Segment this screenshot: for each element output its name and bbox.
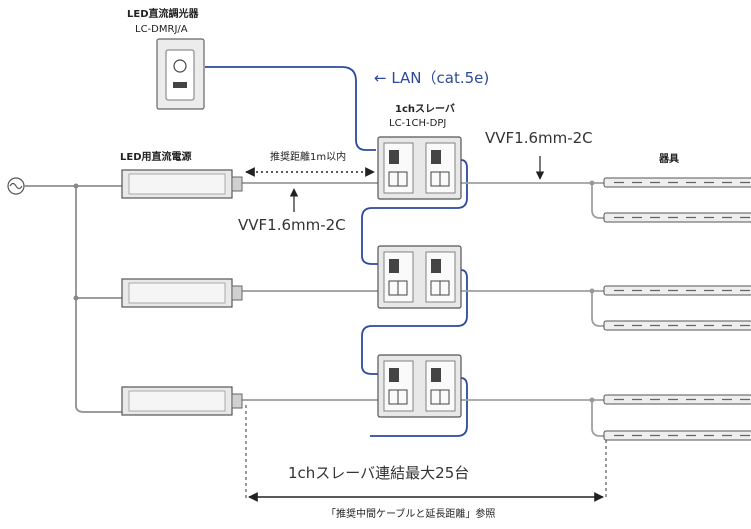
led-fixture xyxy=(603,430,751,441)
fixture-title: 器具 xyxy=(659,154,679,165)
dimmer-model: LC-DMRJ/A xyxy=(135,24,188,35)
slave-unit xyxy=(377,136,462,200)
dimmer-device xyxy=(156,38,205,110)
extension-dimension xyxy=(245,405,607,502)
junction-dot xyxy=(589,397,595,403)
power-supply xyxy=(121,386,243,416)
led-fixture xyxy=(603,285,751,296)
ac-source-icon xyxy=(7,177,25,195)
dc-power-lines xyxy=(240,182,378,401)
power-supply xyxy=(121,169,243,199)
led-fixture xyxy=(603,212,751,223)
led-fixture xyxy=(603,320,751,331)
dimmer-title: LED直流調光器 xyxy=(127,9,199,20)
junction-dot xyxy=(589,288,595,294)
slave-unit xyxy=(377,245,462,309)
cable-label-top: VVF1.6mm-2C xyxy=(485,129,593,147)
recommended-distance-label: 推奨距離1m以内 xyxy=(268,152,349,163)
lan-cable xyxy=(205,66,468,437)
junction-dot xyxy=(73,183,79,189)
max-link-label: 1chスレーバ連結最大25台 xyxy=(288,464,470,482)
junction-dot xyxy=(589,180,595,186)
reference-label: 「推奨中間ケーブルと延長距離」参照 xyxy=(326,509,496,520)
slave-model: LC-1CH-DPJ xyxy=(389,118,447,129)
cable-label-left: VVF1.6mm-2C xyxy=(238,216,346,234)
power-supply-title: LED用直流電源 xyxy=(120,152,192,163)
junction-dot xyxy=(73,295,79,301)
power-supply xyxy=(121,278,243,308)
lan-label: ← LAN（cat.5e) xyxy=(374,69,490,87)
slave-unit xyxy=(377,354,462,418)
led-fixture xyxy=(603,394,751,405)
slave-title: 1chスレーバ xyxy=(395,104,455,115)
mains-wiring xyxy=(24,185,122,413)
led-fixture xyxy=(603,177,751,188)
